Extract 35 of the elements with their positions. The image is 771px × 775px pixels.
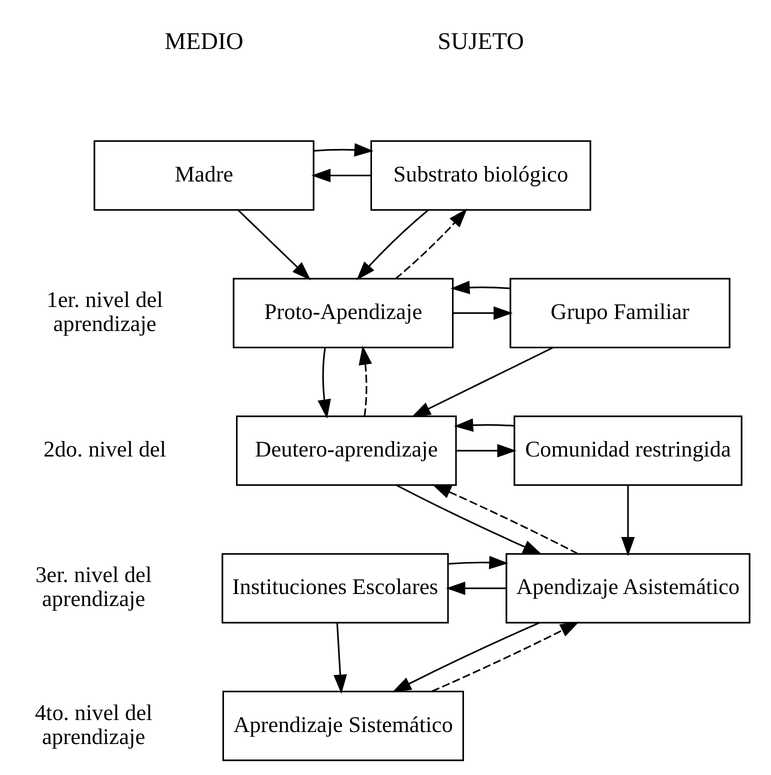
label: 2do. nivel del (43, 436, 166, 462)
arrow (333, 623, 346, 694)
arrow (237, 210, 310, 280)
label: 4to. nivel del aprendizaje (34, 700, 152, 749)
arrow (448, 556, 508, 570)
node-box: Aprendizaje Sistemático (222, 690, 464, 762)
arrow (456, 444, 516, 458)
arrow (620, 486, 634, 556)
node-box: Substrato biológico (370, 140, 591, 211)
node-box: Apendizaje Asistemático (505, 553, 750, 624)
arrow (446, 582, 506, 596)
arrow (313, 143, 374, 157)
arrow (431, 484, 578, 554)
arrow (356, 209, 428, 280)
node-box: Comunidad restringida (513, 416, 742, 486)
arrow (431, 622, 579, 692)
node-box: Deutero-aprendizaje (236, 416, 456, 486)
arrow (410, 346, 553, 418)
arrow (394, 208, 467, 280)
arrow (452, 306, 512, 320)
label: 1er. nivel del aprendizaje (46, 287, 162, 336)
node-box: Proto-Apendizaje (232, 278, 454, 348)
arrow (396, 484, 542, 555)
node-box: Instituciones Escolares (221, 553, 448, 624)
label: 3er. nivel del aprendizaje (34, 562, 152, 612)
arrow (392, 622, 540, 692)
arrow (450, 280, 510, 294)
label: SUJETO (437, 29, 524, 56)
arrow (453, 418, 514, 432)
arrow (358, 346, 372, 416)
arrow (310, 168, 371, 182)
node-box: Grupo Familiar (509, 278, 730, 348)
label: MEDIO (164, 29, 243, 56)
node-box: Madre (93, 140, 314, 211)
arrow (317, 348, 330, 419)
